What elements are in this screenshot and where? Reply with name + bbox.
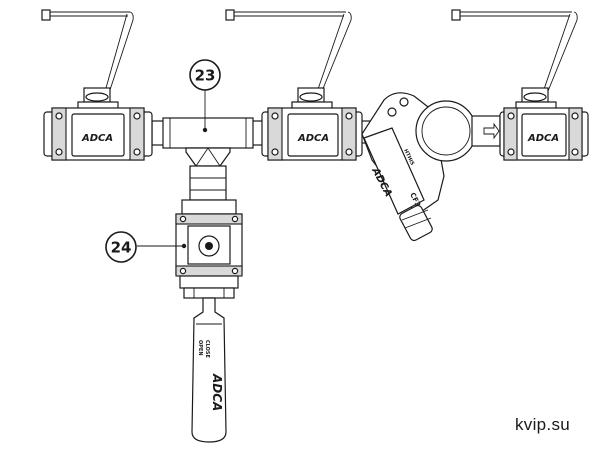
drain-valve-open-label: OPEN xyxy=(197,340,203,356)
valve-2-brand-label: ADCA xyxy=(297,133,329,144)
drain-valve-close-label: CLOSE xyxy=(204,340,210,359)
valve-1-brand-label: ADCA xyxy=(81,133,113,144)
watermark-text: kvip.su xyxy=(514,415,570,434)
valve-3-brand-label: ADCA xyxy=(527,133,559,144)
ball-valve-2: ADCA xyxy=(225,9,363,161)
tee-fitting xyxy=(162,117,254,201)
callout-23: 23 xyxy=(189,59,221,133)
callout-24-label: 24 xyxy=(111,239,132,257)
drain-valve-brand-label: ADCA xyxy=(210,373,224,411)
ball-valve-3: ADCA xyxy=(451,9,589,161)
ball-valve-1: ADCA xyxy=(41,9,153,161)
drain-ball-valve: ADCA OPEN CLOSE xyxy=(175,199,243,443)
callout-23-label: 23 xyxy=(195,67,216,85)
y-strainer: ADCA CF3 HTHIS xyxy=(361,92,501,242)
callout-24: 24 xyxy=(105,231,187,263)
